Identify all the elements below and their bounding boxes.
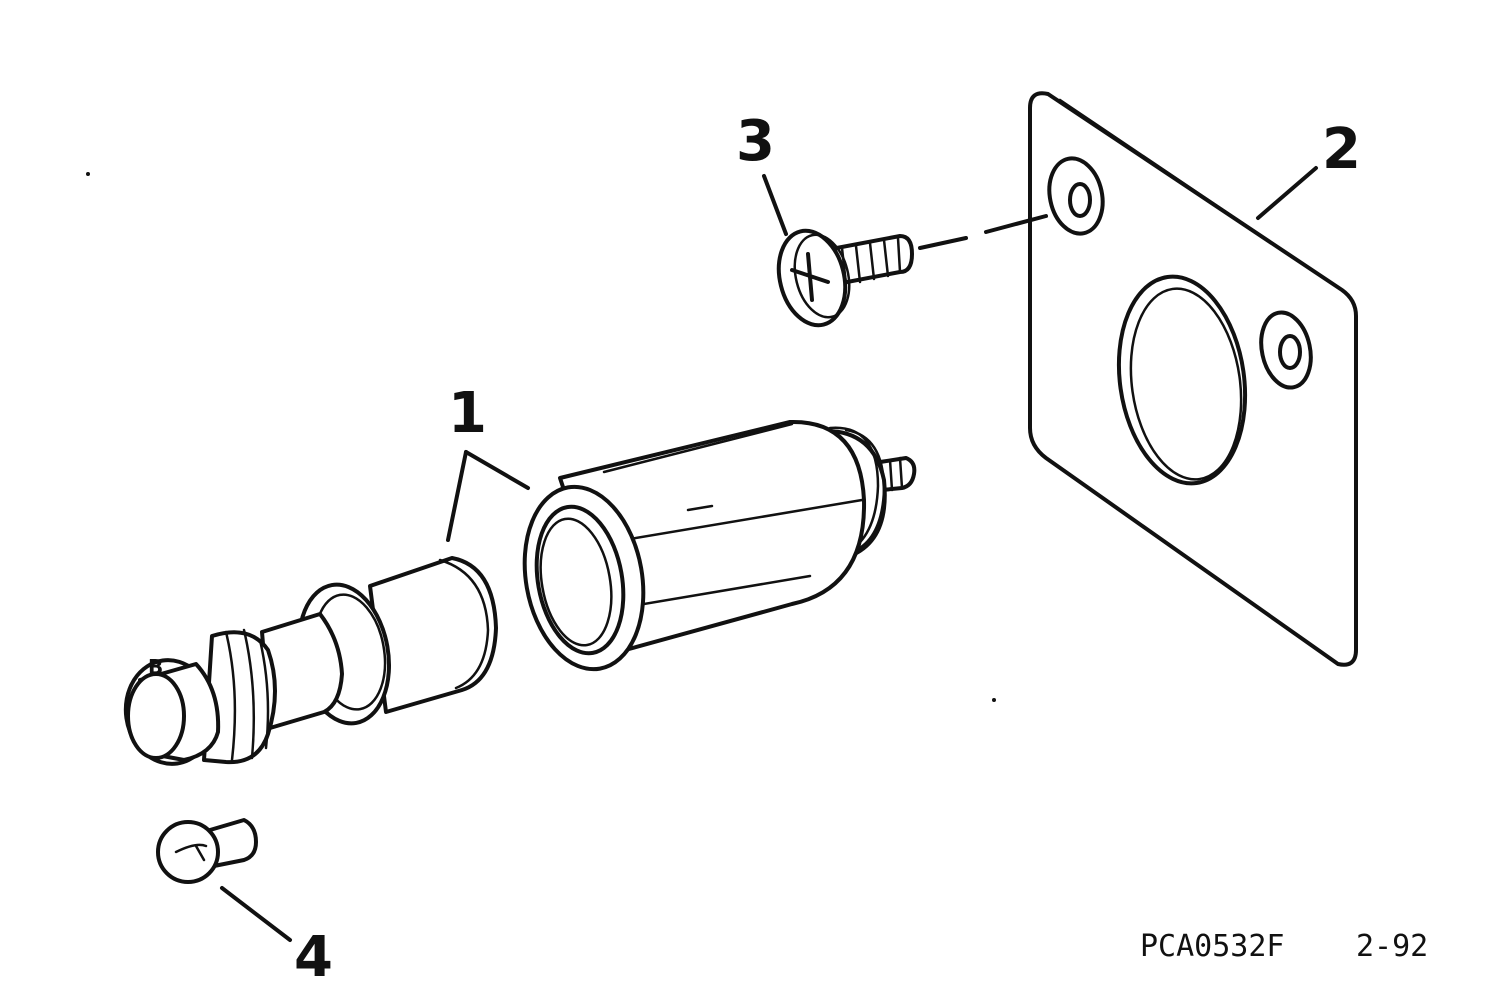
lighter-knob-element: B (123, 556, 498, 766)
plate-screw-hole-upper (1047, 156, 1105, 236)
leader-line-3 (762, 174, 788, 236)
figure-revision: 2-92 (1356, 929, 1428, 964)
plate-screw-hole-lower (1259, 310, 1313, 390)
leader-line-2 (1256, 166, 1318, 220)
plate-center-hole (1116, 274, 1248, 486)
indicator-bulb (156, 818, 258, 884)
lighter-socket-shell (522, 419, 917, 672)
scan-speck (992, 698, 996, 702)
screw-alignment-dash (918, 214, 1048, 250)
callout-4: 4 (294, 925, 333, 990)
callout-1: 1 (448, 381, 487, 446)
figure-code: PCA0532F (1140, 929, 1285, 964)
mounting-plate (1028, 91, 1358, 667)
leader-line-1b (446, 450, 468, 542)
screw (776, 228, 914, 328)
callout-3: 3 (736, 109, 775, 174)
leader-line-1a (464, 450, 530, 490)
leader-lines (220, 166, 1318, 942)
callout-2: 2 (1322, 117, 1361, 182)
knob-marking: B (148, 655, 163, 679)
leader-line-4 (220, 886, 292, 942)
scan-speck (86, 172, 90, 176)
